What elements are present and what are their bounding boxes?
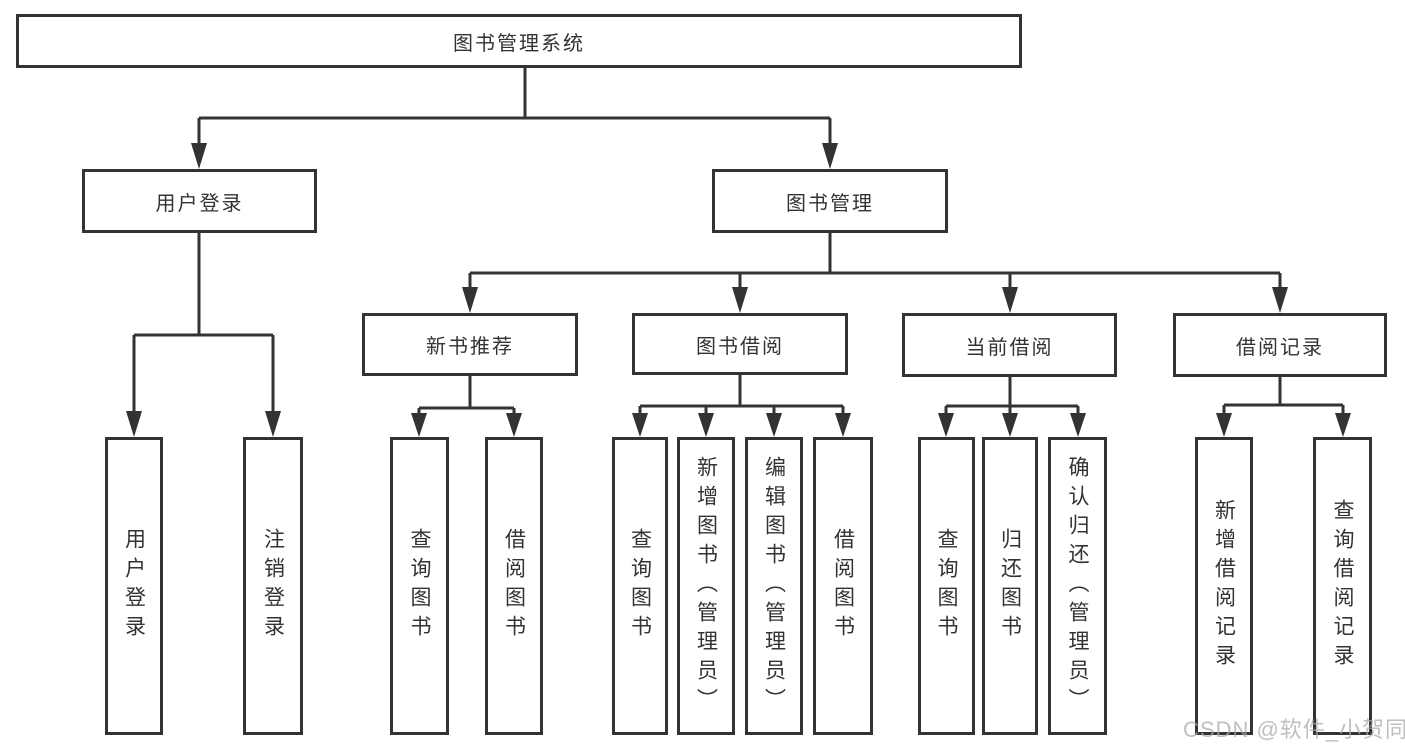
node-label: 图书管理系统 [453, 32, 585, 55]
node-book-borrowing: 图书借阅 [632, 313, 848, 375]
node-label: 当前借阅 [965, 336, 1054, 359]
node-leaf-return-books: 归还图书 [982, 437, 1038, 735]
node-label: 图书借阅 [696, 335, 784, 358]
node-leaf-query-books-current: 查询图书 [918, 437, 975, 735]
node-label: 新增图书（管理员） [694, 455, 718, 717]
node-leaf-confirm-return-admin: 确认归还（管理员） [1048, 437, 1107, 735]
node-label: 借阅记录 [1236, 336, 1324, 359]
node-label: 用户登录 [155, 192, 244, 215]
node-leaf-logout: 注销登录 [243, 437, 303, 735]
node-label: 确认归还（管理员） [1066, 455, 1090, 717]
node-label: 新增借阅记录 [1212, 499, 1236, 673]
node-label: 查询借阅记录 [1331, 499, 1355, 673]
node-leaf-query-borrow-record: 查询借阅记录 [1313, 437, 1372, 735]
node-leaf-borrow-books-recommend: 借阅图书 [485, 437, 543, 735]
node-label: 借阅图书 [502, 528, 526, 644]
node-label: 归还图书 [998, 528, 1022, 644]
arrowhead-icons [126, 143, 1351, 437]
node-leaf-add-books-admin: 新增图书（管理员） [677, 437, 735, 735]
node-label: 图书管理 [786, 192, 874, 215]
node-leaf-add-borrow-record: 新增借阅记录 [1195, 437, 1253, 735]
node-label: 新书推荐 [426, 336, 514, 358]
node-label: 注销登录 [261, 528, 285, 644]
node-user-login: 用户登录 [82, 169, 317, 233]
node-borrowing-records: 借阅记录 [1173, 313, 1387, 377]
node-label: 查询图书 [408, 528, 432, 644]
node-current-borrowing: 当前借阅 [902, 313, 1117, 377]
node-leaf-user-login: 用户登录 [105, 437, 163, 735]
node-root-library-management-system: 图书管理系统 [16, 14, 1022, 68]
node-leaf-query-books-borrowing: 查询图书 [612, 437, 668, 735]
node-label: 借阅图书 [831, 528, 855, 644]
node-label: 编辑图书（管理员） [762, 455, 786, 717]
csdn-watermark: CSDN @软件_小贺同学 [1183, 717, 1405, 742]
node-label: 查询图书 [628, 528, 652, 644]
node-leaf-edit-books-admin: 编辑图书（管理员） [745, 437, 803, 735]
node-leaf-query-books-recommend: 查询图书 [390, 437, 449, 735]
node-label: 查询图书 [935, 528, 959, 644]
node-label: 用户登录 [122, 528, 146, 644]
node-new-book-recommendation: 新书推荐 [362, 313, 578, 376]
node-book-management: 图书管理 [712, 169, 948, 233]
node-leaf-borrow-books: 借阅图书 [813, 437, 873, 735]
